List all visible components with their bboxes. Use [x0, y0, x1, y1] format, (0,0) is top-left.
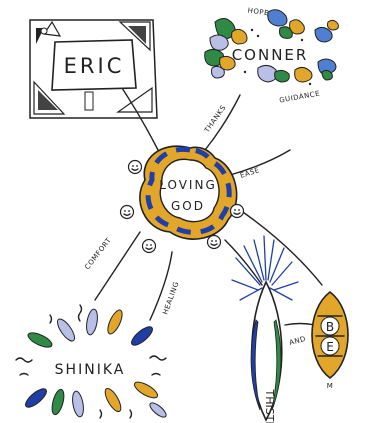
branch-ease-label: EASE — [239, 166, 261, 180]
eric-node: ERIC — [30, 20, 157, 118]
line-thistle — [225, 240, 262, 285]
conner-node: CONNER HOPE GUIDANCE — [205, 7, 339, 105]
branch-thanks-label: THANKS — [203, 104, 228, 135]
line-ease — [230, 150, 290, 175]
conner-hope-label: HOPE — [247, 7, 269, 18]
eric-dot — [41, 28, 47, 34]
conner-guidance-label: GUIDANCE — [279, 90, 321, 105]
be-mark: M — [327, 382, 334, 390]
thistle-node: THISTLE — [232, 236, 298, 423]
eric-label: ERIC — [64, 54, 125, 78]
branch-and-label: AND — [288, 335, 306, 347]
branch-comfort-label: COMFORT — [83, 236, 113, 271]
smiley-face-icon — [129, 161, 142, 174]
thistle-label: THISTLE — [263, 388, 276, 423]
be-letter-b: B — [326, 320, 334, 334]
smiley-face-icon — [121, 206, 134, 219]
shinika-label: SHINIKA — [55, 362, 126, 378]
smiley-face-icon — [208, 236, 221, 249]
conner-label: CONNER — [232, 46, 309, 64]
line-and — [285, 324, 315, 326]
smiley-face-icon — [143, 240, 156, 253]
shinika-node: SHINIKA — [16, 305, 168, 419]
eric-corner-bl-fill — [38, 90, 58, 110]
eric-tab — [85, 92, 93, 110]
center-line1: LOVING — [159, 178, 217, 192]
smiley-face-icon — [231, 205, 244, 218]
center-node: LOVING GOD — [140, 146, 237, 239]
be-letter-e: E — [326, 340, 334, 354]
center-line2: GOD — [171, 199, 205, 213]
be-node: B E M — [312, 292, 348, 390]
